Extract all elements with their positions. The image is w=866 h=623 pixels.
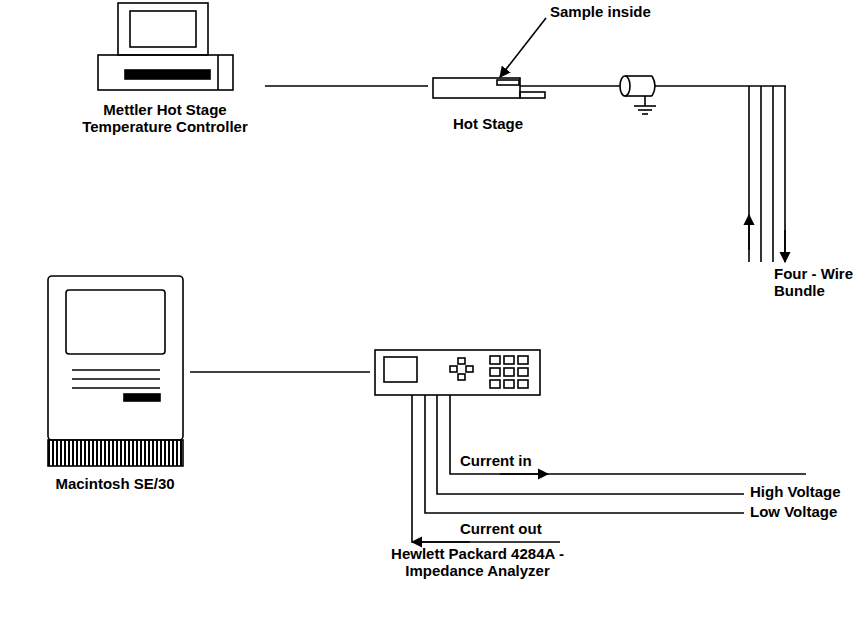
hot-stage-icon bbox=[433, 78, 620, 98]
controller-unit: Mettler Hot Stage Temperature Controller bbox=[65, 2, 265, 136]
four-wire-bundle bbox=[749, 86, 785, 262]
node-label: Hewlett Packard 4284A - Impedance Analyz… bbox=[370, 546, 585, 580]
callout-label: Sample inside bbox=[548, 4, 653, 21]
computer: Macintosh SE/30 bbox=[40, 274, 190, 493]
node-label: Macintosh SE/30 bbox=[40, 476, 190, 493]
controller-icon bbox=[98, 3, 233, 90]
signal-name: High Voltage bbox=[748, 484, 843, 501]
bundle-label: Four - Wire Bundle bbox=[772, 266, 866, 300]
computer-icon bbox=[48, 276, 183, 466]
cable-connector bbox=[265, 85, 428, 87]
node-label: Mettler Hot Stage Temperature Controller bbox=[65, 102, 265, 136]
signal-name: Low Voltage bbox=[748, 504, 839, 521]
cable-connector bbox=[190, 371, 370, 373]
analyzer-leads bbox=[412, 395, 806, 542]
leader-line bbox=[500, 18, 546, 77]
node-label: Hot Stage bbox=[428, 116, 548, 133]
impedance-analyzer-icon bbox=[375, 350, 540, 395]
signal-name: Current out bbox=[458, 521, 544, 538]
hot-stage: Hot Stage bbox=[428, 70, 548, 133]
signal-name: Current in bbox=[458, 453, 534, 470]
